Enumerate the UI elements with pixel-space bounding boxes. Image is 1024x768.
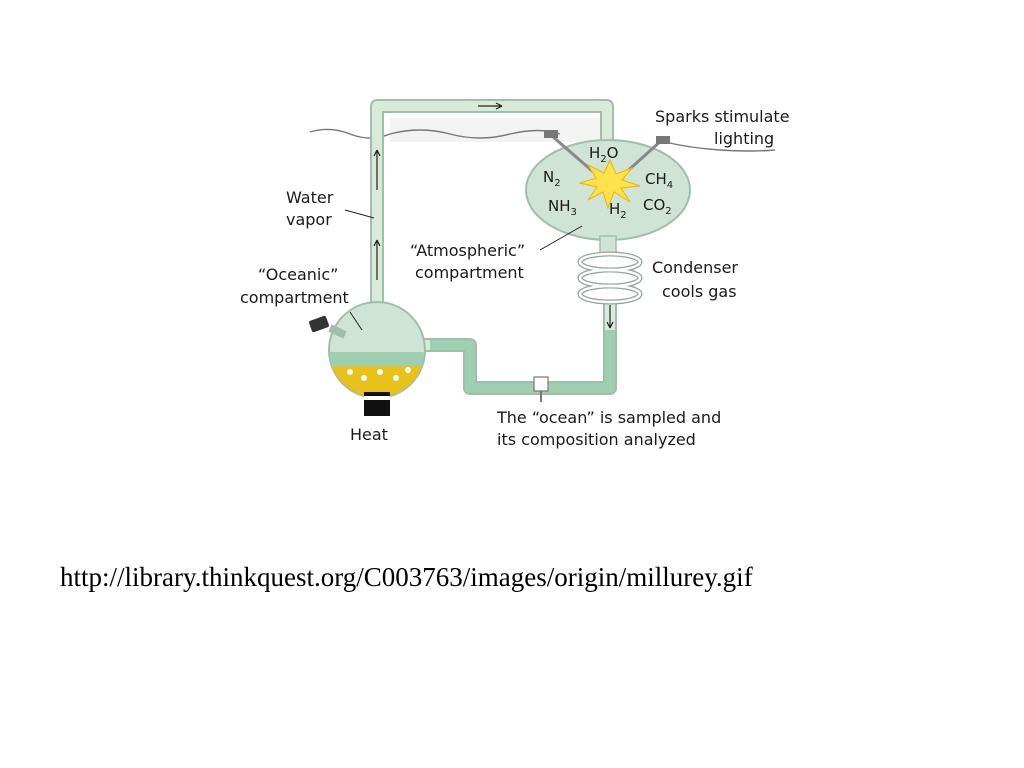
heat-burner <box>364 392 390 416</box>
flow-arrow-left-2 <box>373 239 381 280</box>
electrode-wire <box>309 128 561 139</box>
label-heat: Heat <box>350 425 388 444</box>
label-water-2: vapor <box>286 210 332 229</box>
chem-water: H2O <box>589 144 618 165</box>
flow-arrow-left-1 <box>373 149 381 190</box>
condenser-coil <box>577 251 643 305</box>
label-atmo-2: compartment <box>415 263 524 282</box>
chem-ammonia: NH3 <box>548 197 577 218</box>
label-sparks-2: lighting <box>714 129 774 148</box>
label-water: Water <box>286 188 334 207</box>
label-ocean: The “ocean” is sampled and <box>496 408 721 427</box>
source-url[interactable]: http://library.thinkquest.org/C003763/im… <box>60 562 753 592</box>
chem-carbon-dioxide: CO2 <box>643 196 672 217</box>
chem-hydrogen: H2 <box>609 200 627 221</box>
ocean-liquid <box>332 366 422 398</box>
bubbles <box>347 367 411 381</box>
water-in-tube <box>430 330 615 393</box>
stopcock <box>533 376 549 392</box>
chem-nitrogen: N2 <box>543 168 561 189</box>
pointer-atmo <box>539 225 583 251</box>
label-oceanic: “Oceanic” <box>258 265 338 284</box>
label-condenser: Condenser <box>652 258 738 277</box>
label-sparks: Sparks stimulate <box>655 107 790 126</box>
label-ocean-2: its composition analyzed <box>497 430 696 449</box>
stopper <box>309 315 329 333</box>
flow-arrow-right <box>606 305 614 329</box>
spark-icon <box>578 158 641 210</box>
chem-methane: CH4 <box>645 170 673 191</box>
label-oceanic-2: compartment <box>240 288 349 307</box>
electrode-wire-right <box>664 141 776 152</box>
miller-urey-diagram: Sparks stimulate lighting Water vapor “A… <box>240 99 790 449</box>
label-condenser-2: cools gas <box>662 282 737 301</box>
flow-arrow-top <box>478 102 503 110</box>
pointer-oceanic <box>349 311 363 331</box>
label-atmo: “Atmospheric” <box>410 241 525 260</box>
pointer-water <box>344 209 375 219</box>
